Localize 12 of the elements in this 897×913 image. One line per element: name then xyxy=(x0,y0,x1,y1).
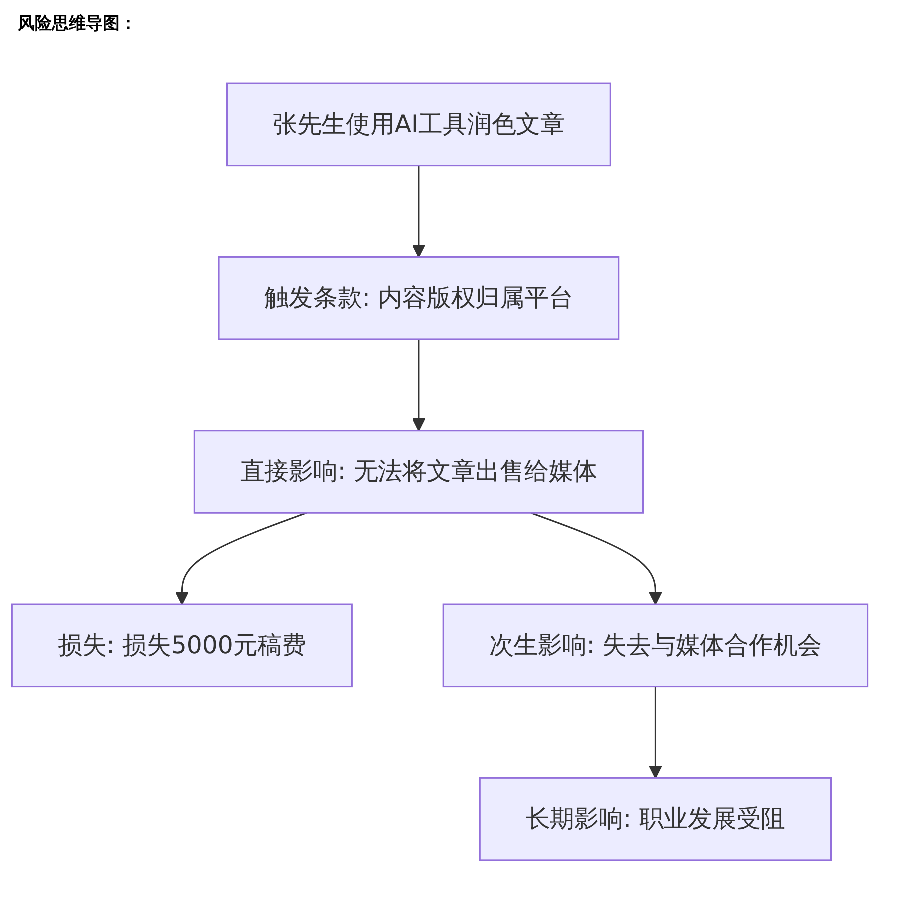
arrow xyxy=(530,512,662,606)
node-box: 损失: 损失5000元稿费 xyxy=(11,604,353,688)
arrow xyxy=(412,166,426,258)
node-box: 次生影响: 失去与媒体合作机会 xyxy=(442,604,869,688)
arrow xyxy=(176,512,308,606)
arrow xyxy=(412,339,426,432)
node-box: 长期影响: 职业发展受阻 xyxy=(479,777,832,862)
diagram-title: 风险思维导图： xyxy=(18,13,137,35)
node-box: 触发条款: 内容版权归属平台 xyxy=(218,256,620,340)
node-box: 张先生使用AI工具润色文章 xyxy=(226,82,612,167)
arrow xyxy=(649,686,662,779)
node-box: 直接影响: 无法将文章出售给媒体 xyxy=(194,430,644,514)
